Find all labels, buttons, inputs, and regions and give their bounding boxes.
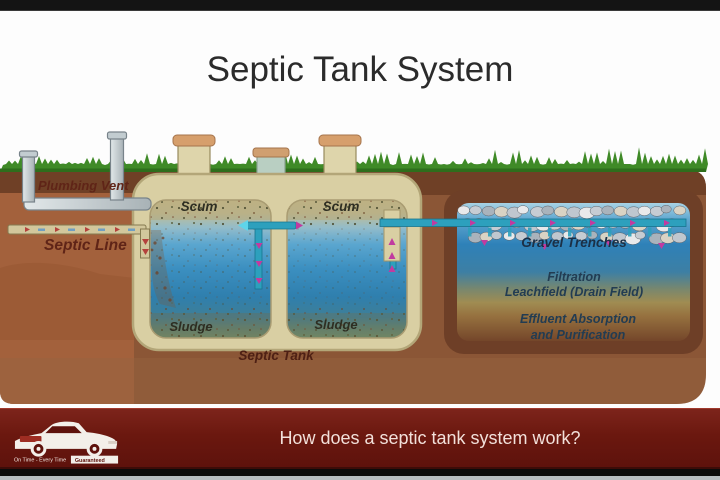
plumbing-vent-pipe	[18, 131, 152, 211]
label-septic-tank: Septic Tank	[238, 348, 314, 363]
flow-arrows-magenta	[255, 221, 303, 284]
logo-brand-mark	[19, 436, 42, 442]
label-gravel-trenches: Gravel Trenches	[521, 235, 627, 250]
logo-tagline-right: Guaranteed	[75, 458, 105, 464]
caption-question: How does a septic tank system work?	[279, 428, 581, 448]
company-car-logo: On Time - Every Time Guaranteed	[14, 421, 119, 464]
riser-right	[318, 134, 362, 177]
label-sludge-left: Sludge	[169, 319, 213, 334]
inflow-arrows	[25, 227, 149, 255]
septic-system-diagram: Plumbing Vent Septic Line Scum Scum Slud…	[0, 108, 720, 408]
label-filtration-line1: Filtration	[547, 270, 601, 284]
label-scum-left: Scum	[180, 199, 218, 214]
label-scum-right: Scum	[322, 199, 360, 214]
footer-banner: On Time - Every Time Guaranteed How does…	[0, 408, 720, 469]
tank-risers	[172, 134, 362, 177]
riser-middle	[252, 147, 290, 177]
riser-left	[172, 134, 216, 177]
tank-chamber-left	[150, 200, 271, 338]
diagram-canvas	[0, 131, 708, 404]
label-absorption-line2: and Purification	[530, 328, 626, 342]
transfer-pipe	[238, 220, 303, 290]
effluent-flow-arrows	[388, 219, 670, 272]
label-filtration-line2: Leachfield (Drain Field)	[504, 285, 644, 299]
page-title: Septic Tank System	[206, 50, 514, 89]
logo-tagline-band	[70, 455, 119, 464]
outlet-pipe	[379, 209, 687, 272]
logo-tagline-left: On Time - Every Time	[14, 458, 66, 464]
septic-line-pipe	[7, 224, 150, 259]
label-sludge-right: Sludge	[314, 317, 358, 332]
flow-arrow-cyan	[238, 220, 248, 231]
bottom-letterbox-bar	[0, 469, 720, 476]
classic-car-icon	[14, 421, 118, 457]
drip-lines	[468, 227, 672, 237]
top-letterbox-bar	[0, 0, 720, 11]
label-absorption-line1: Effluent Absorption	[520, 312, 636, 326]
label-plumbing-vent: Plumbing Vent	[38, 178, 129, 193]
label-septic-line: Septic Line	[44, 237, 127, 254]
bottom-edge-strip	[0, 476, 720, 480]
